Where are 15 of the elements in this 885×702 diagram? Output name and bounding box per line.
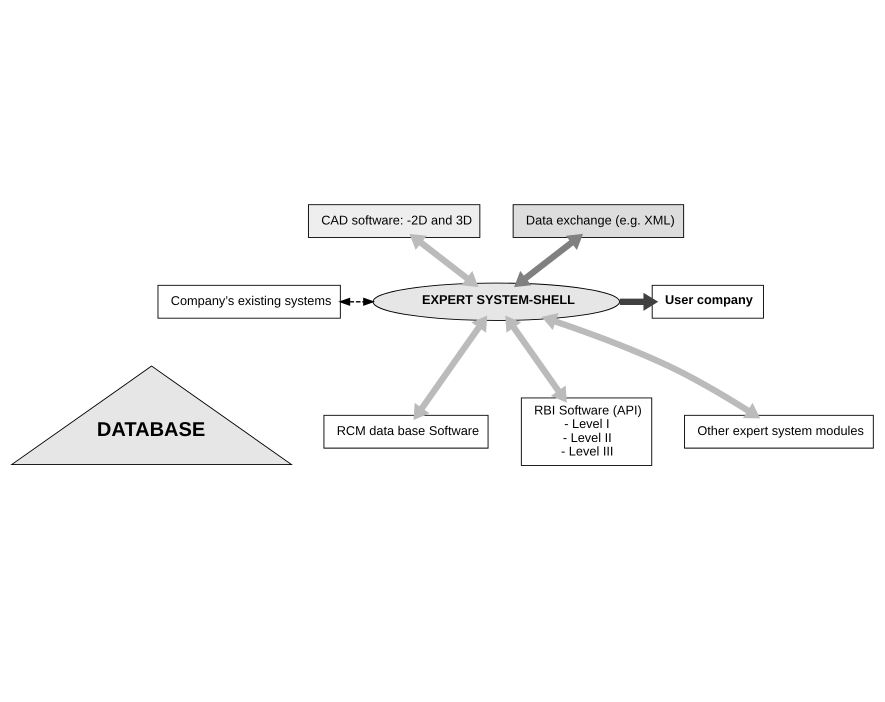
node-ellipse: EXPERT SYSTEM-SHELL bbox=[372, 282, 620, 321]
node-box: User company bbox=[652, 284, 764, 319]
node-box: Data exchange (e.g. XML) bbox=[512, 204, 684, 238]
node-box: RBI Software (API) - Level I - Level II - Level III bbox=[520, 398, 652, 466]
arrow bbox=[505, 315, 567, 403]
arrow bbox=[514, 234, 584, 288]
node-box: CAD software: -2D and 3D bbox=[308, 204, 480, 238]
node-box: Other expert system modules bbox=[684, 414, 874, 449]
arrow bbox=[620, 292, 658, 311]
arrow bbox=[542, 312, 760, 418]
node-box: Company’s existing systems bbox=[158, 284, 341, 319]
arrow bbox=[414, 315, 488, 420]
node-box: RCM data base Software bbox=[323, 414, 489, 449]
arrow bbox=[409, 234, 478, 288]
arrow bbox=[338, 298, 376, 306]
